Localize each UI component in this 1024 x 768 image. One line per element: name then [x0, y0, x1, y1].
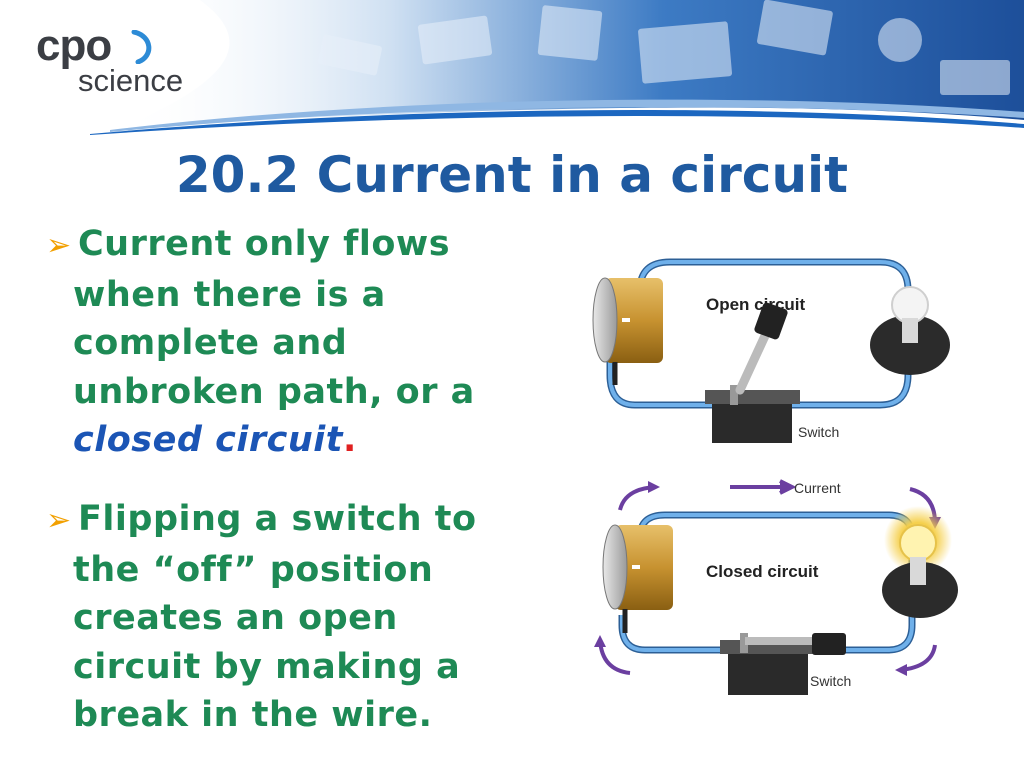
switch-open-icon	[705, 302, 800, 443]
battery-icon	[602, 524, 673, 633]
open-circuit-label: Open circuit	[706, 295, 806, 314]
bullet-line: the “off” position	[73, 549, 434, 590]
bullet-arrow-icon: ➢	[46, 503, 72, 538]
switch-label: Switch	[798, 424, 839, 440]
bulb-off-icon	[870, 286, 950, 375]
bullet-line: ➢Flipping a switch to	[46, 495, 546, 546]
bullet-period: .	[343, 420, 357, 460]
open-circuit-diagram: Open circuit Switch	[592, 258, 950, 443]
current-label: Current	[794, 480, 841, 496]
bullet-line: circuit by making a	[73, 646, 461, 687]
logo-swoosh-icon	[131, 30, 152, 64]
closed-circuit-term: closed circuit	[73, 420, 343, 460]
bullet-arrow-icon: ➢	[46, 228, 72, 263]
battery-icon	[592, 277, 663, 385]
logo-science-text: science	[78, 63, 184, 98]
switch-closed-icon	[720, 633, 846, 695]
bullet-line: break in the wire.	[73, 695, 433, 735]
bullet-line: closed circuit.	[46, 416, 546, 465]
header-banner	[90, 0, 1024, 135]
switch-label: Switch	[810, 673, 851, 689]
closed-circuit-diagram: Current Closed circuit Switch	[594, 479, 958, 695]
bullet-line: when there is a	[73, 274, 386, 315]
bullet-closed-circuit: ➢Current only flows when there is a comp…	[46, 220, 546, 465]
bullet-line: complete and	[73, 323, 348, 363]
bullet-text: Flipping a switch to	[78, 499, 477, 539]
cpo-science-logo: cpo science	[36, 20, 236, 100]
bullet-open-circuit: ➢Flipping a switch to the “off” position…	[46, 495, 546, 740]
slide-title: 20.2 Current in a circuit	[175, 146, 849, 204]
bullet-line: creates an open	[73, 598, 398, 638]
bullet-line: ➢Current only flows	[46, 220, 546, 271]
logo-cpo-text: cpo	[36, 21, 112, 70]
bullet-text: Current only flows	[78, 224, 451, 264]
bulb-lit-icon	[882, 506, 958, 618]
bullet-line: unbroken path, or a	[73, 371, 475, 412]
closed-circuit-label: Closed circuit	[706, 562, 819, 581]
current-arrows	[594, 479, 941, 676]
